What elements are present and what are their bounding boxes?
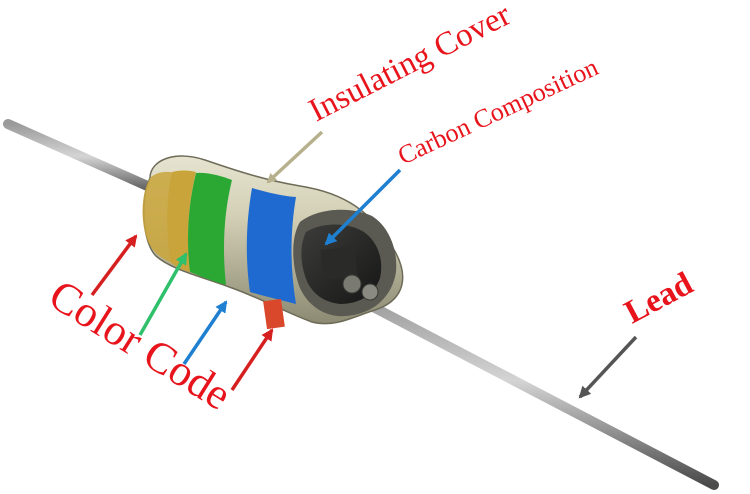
color-band-4 (263, 298, 285, 330)
color-code-arrow-red-2 (230, 328, 274, 391)
color-band-3 (246, 188, 296, 304)
insulating-cover-arrow (266, 130, 324, 184)
lead-label: Lead (619, 266, 699, 331)
carbon-composition-arrow (324, 168, 402, 246)
lead-arrow (578, 335, 638, 399)
color-code-arrow-green (138, 252, 188, 336)
color-band-2 (188, 172, 232, 285)
color-bands (167, 170, 296, 330)
color-code-arrow-red-1 (90, 234, 138, 297)
cutaway (293, 209, 397, 317)
color-code-arrow-blue (182, 300, 228, 365)
inner-end-cap-2 (361, 283, 379, 301)
color-band-1 (167, 170, 196, 272)
inner-end-cap (342, 274, 362, 294)
left-lead-wire (3, 119, 175, 201)
color-code-label: Color Code (41, 270, 240, 420)
carbon-highlight-panel (320, 246, 358, 280)
right-lead-wire (347, 291, 719, 490)
